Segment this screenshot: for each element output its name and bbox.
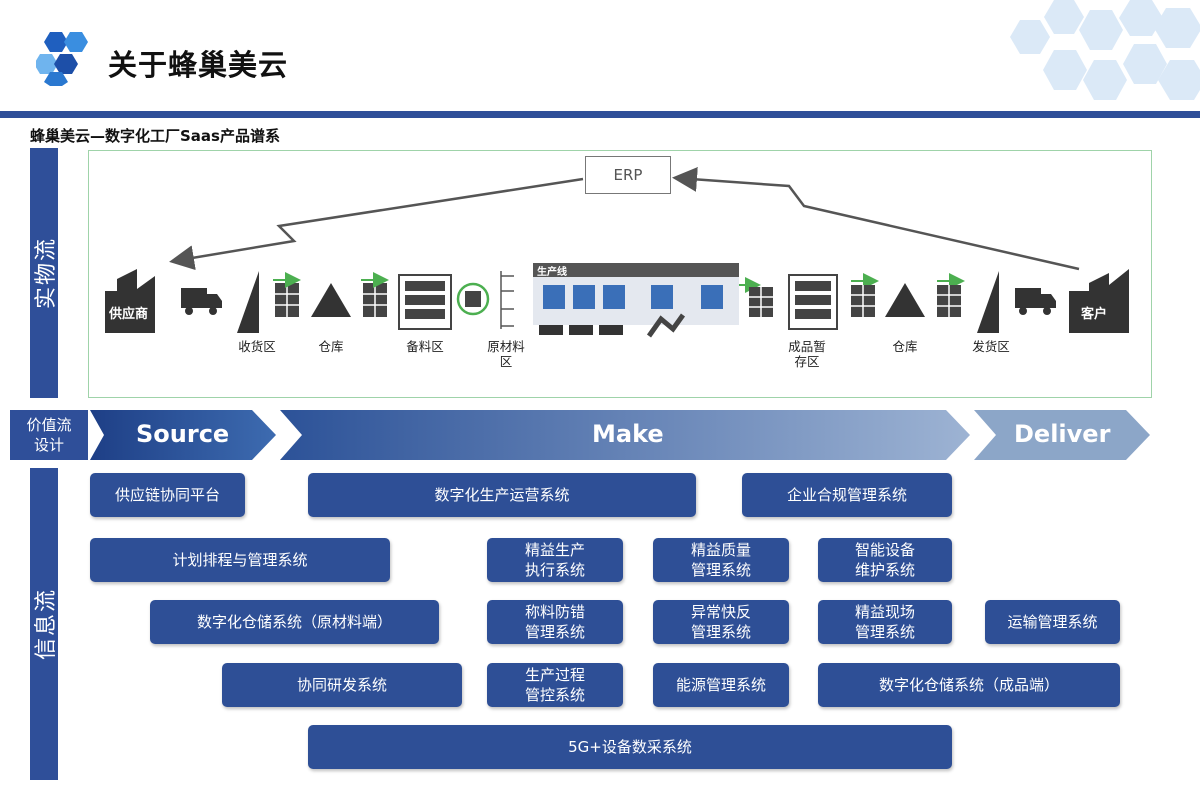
system-iot: 5G+设备数采系统 [308,725,952,769]
physical-flow-diagram [105,166,1129,338]
staging-rack-icon [398,274,452,330]
info-flow-label: 信息流 [30,468,59,780]
pallet-stack-icon [363,283,387,317]
finished-goods-rack-icon [788,274,838,330]
station-label: 发货区 [972,339,1010,354]
pallet-stack-icon [749,287,773,317]
system-compliance: 企业合规管理系统 [742,473,952,517]
station-label: 备料区 [406,339,444,354]
customer-label: 客户 [1081,307,1108,322]
station-label: 仓库 [892,339,918,354]
customer-to-erp-connector [672,166,1080,271]
diagram-subtitle: 蜂巢美云—数字化工厂Saas产品谱系 [30,127,280,145]
system-mes: 精益生产执行系统 [487,538,623,582]
warehouse-in-icon [311,283,351,317]
source-chevron [90,410,276,460]
customer-factory-icon [1069,269,1129,333]
supplier-factory-icon [105,269,155,333]
station-label: 原材料区 [487,339,525,369]
system-mom: 数字化生产运营系统 [308,473,696,517]
physical-flow-panel: ERP 供应商 客户 生产线 收货区 仓库 备料区 原材料区 成品暂存区 仓库 … [88,150,1152,398]
erp-to-supplier-connector [169,177,584,271]
inbound-truck-icon [181,288,222,315]
system-wms-finished: 数字化仓储系统（成品端） [818,663,1120,707]
station-label: 仓库 [318,339,344,354]
system-plm: 协同研发系统 [222,663,462,707]
pallet-stack-icon [851,285,875,317]
system-ems: 能源管理系统 [653,663,789,707]
outbound-truck-icon [1015,288,1056,315]
pallet-stack-icon [275,283,299,317]
station-label: 成品暂存区 [788,339,826,369]
stage-make: Make [592,420,664,448]
make-chevron [280,410,970,460]
station-label: 收货区 [238,339,276,354]
system-site: 精益现场管理系统 [818,600,952,644]
system-qms: 精益质量管理系统 [653,538,789,582]
erp-box: ERP [585,156,671,194]
production-line-icon [533,263,739,338]
stage-source: Source [136,420,230,448]
system-wms-raw: 数字化仓储系统（原材料端） [150,600,439,644]
page-title: 关于蜂巢美云 [108,48,289,82]
production-line-label: 生产线 [537,267,567,278]
shipping-area-icon [977,271,999,333]
system-process: 生产过程管控系统 [487,663,623,707]
system-tms: 运输管理系统 [985,600,1120,644]
deliver-chevron [974,410,1150,460]
system-scm: 供应链协同平台 [90,473,245,517]
warehouse-out-icon [885,283,925,317]
value-stream-design-label: 价值流 设计 [10,410,88,460]
receiving-area-icon [237,271,259,333]
value-chain-chevrons [90,410,1150,460]
honeycomb-logo-icon [36,32,88,86]
honeycomb-decoration-icon [1010,0,1200,100]
system-weighing: 称料防错管理系统 [487,600,623,644]
stage-deliver: Deliver [1014,420,1111,448]
cycle-arrow-icon [456,282,490,316]
header-divider [0,111,1200,118]
supplier-label: 供应商 [109,307,149,322]
pallet-stack-icon [937,285,961,317]
physical-flow-label: 实物流 [30,148,59,398]
system-andon: 异常快反管理系统 [653,600,789,644]
system-eam: 智能设备维护系统 [818,538,952,582]
raw-material-area-icon [500,271,514,329]
system-aps: 计划排程与管理系统 [90,538,390,582]
